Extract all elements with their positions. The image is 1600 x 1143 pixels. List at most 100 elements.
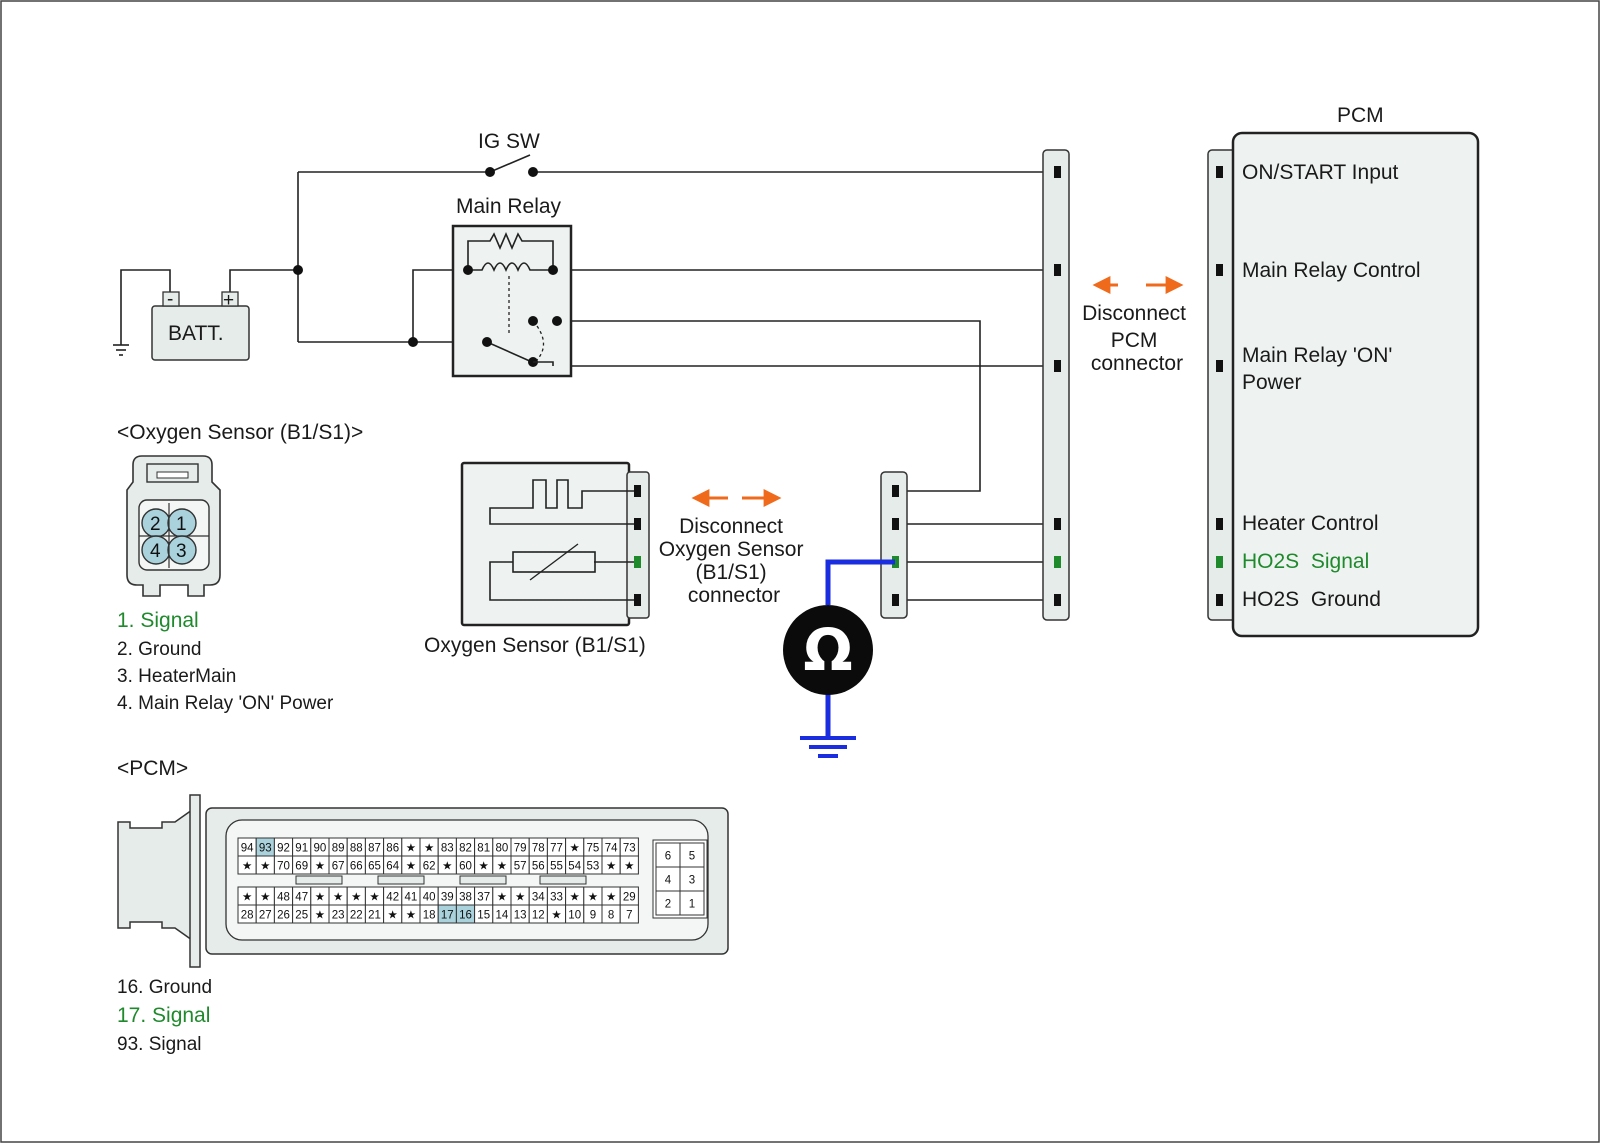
pcm-pin-29: 29 bbox=[623, 892, 636, 904]
pcm-pin-empty: ★ bbox=[551, 910, 561, 922]
pcm-pin-26: 26 bbox=[277, 910, 290, 922]
pcm-legend-16: 16. Ground bbox=[117, 977, 212, 998]
ohm-symbol: Ω bbox=[803, 616, 852, 684]
o2-pin-2: 2 bbox=[150, 514, 161, 535]
battery: - + BATT. bbox=[151, 289, 250, 361]
pcm-connector-key bbox=[377, 875, 425, 885]
disconnect-pcm-line-2: PCM bbox=[1111, 329, 1158, 352]
pcm-pin-74: 74 bbox=[605, 843, 618, 855]
pcm-pin-77: 77 bbox=[550, 843, 563, 855]
pcm-pin-83: 83 bbox=[441, 843, 454, 855]
pcm-small-pin-4: 4 bbox=[665, 875, 672, 887]
o2-pin-1: 1 bbox=[176, 514, 187, 535]
pcm-pin-on-start-input: ON/START Input bbox=[1242, 161, 1399, 184]
pcm-pin-empty: ★ bbox=[406, 843, 416, 855]
pcm-connector-title: <PCM> bbox=[117, 757, 188, 780]
pcm-pin-main-relay-control: Main Relay Control bbox=[1242, 259, 1421, 282]
pcm-pin-empty: ★ bbox=[570, 892, 580, 904]
pcm-pin-empty: ★ bbox=[260, 861, 270, 873]
pcm-pin-78: 78 bbox=[532, 843, 545, 855]
pcm-pin-empty: ★ bbox=[315, 892, 325, 904]
pcm-pin-13: 13 bbox=[514, 910, 527, 922]
pcm-pin-37: 37 bbox=[477, 892, 490, 904]
pcm-pin-empty: ★ bbox=[351, 892, 361, 904]
battery-minus-label: - bbox=[167, 289, 173, 310]
pcm-pin-69: 69 bbox=[295, 861, 308, 873]
oxygen-sensor-body bbox=[460, 461, 650, 627]
pcm-pin-34: 34 bbox=[532, 892, 545, 904]
pcm-pin-42: 42 bbox=[386, 892, 399, 904]
battery-label: BATT. bbox=[168, 322, 224, 345]
disconnect-pcm-line-3: connector bbox=[1091, 352, 1183, 375]
pcm-pin-ho2s-ground: HO2S Ground bbox=[1242, 588, 1381, 611]
pcm-pin-empty: ★ bbox=[442, 861, 452, 873]
pcm-pin-empty: ★ bbox=[333, 892, 343, 904]
pcm-pin-73: 73 bbox=[623, 843, 636, 855]
o2-pin-3: 3 bbox=[176, 541, 187, 562]
pcm-pin-heater-control: Heater Control bbox=[1242, 512, 1379, 535]
pcm-pin-93: 93 bbox=[259, 843, 272, 855]
pcm-small-pin-6: 6 bbox=[665, 851, 671, 863]
disconnect-o2-line-2: Oxygen Sensor bbox=[659, 538, 804, 561]
pcm-pin-7-cell bbox=[619, 904, 639, 924]
pcm-pin-7: 7 bbox=[626, 910, 632, 922]
pcm-unit-pins bbox=[1216, 166, 1223, 606]
battery-plus-label: + bbox=[223, 290, 234, 311]
o2-legend-3: 3. HeaterMain bbox=[117, 666, 236, 687]
pcm-pin-94: 94 bbox=[241, 843, 254, 855]
pcm-inline-connector bbox=[1042, 149, 1070, 621]
disconnect-o2-line-4: connector bbox=[688, 584, 780, 607]
pcm-pin-81: 81 bbox=[477, 843, 490, 855]
pcm-connector-key bbox=[295, 875, 343, 885]
pcm-pin-56: 56 bbox=[532, 861, 545, 873]
o2-harness-connector bbox=[880, 471, 908, 619]
pcm-pin-87: 87 bbox=[368, 843, 381, 855]
pcm-pin-38: 38 bbox=[459, 892, 472, 904]
pcm-pin-empty: ★ bbox=[406, 910, 416, 922]
pcm-pin-65: 65 bbox=[368, 861, 381, 873]
pcm-pin-57: 57 bbox=[514, 861, 527, 873]
pcm-pin-88: 88 bbox=[350, 843, 363, 855]
pcm-pin-47: 47 bbox=[295, 892, 308, 904]
pcm-pin-40: 40 bbox=[423, 892, 436, 904]
pcm-small-pin-2-cell bbox=[655, 890, 681, 916]
pcm-small-pin-6-cell bbox=[655, 842, 681, 868]
pcm-pin-66: 66 bbox=[350, 861, 363, 873]
pcm-pin-33: 33 bbox=[550, 892, 563, 904]
ig-switch-label: IG SW bbox=[478, 130, 540, 153]
o2-legend-2: 2. Ground bbox=[117, 639, 202, 660]
o2-connector-title: <Oxygen Sensor (B1/S1)> bbox=[117, 421, 363, 444]
pcm-pin-91: 91 bbox=[295, 843, 308, 855]
pcm-pin-60: 60 bbox=[459, 861, 472, 873]
pcm-pin-86: 86 bbox=[386, 843, 399, 855]
pcm-pin-22: 22 bbox=[350, 910, 363, 922]
o2-pin-4: 4 bbox=[150, 541, 161, 562]
pcm-pin-90: 90 bbox=[314, 843, 327, 855]
pcm-pin-14: 14 bbox=[496, 910, 509, 922]
pcm-small-pin-3: 3 bbox=[689, 875, 695, 887]
pcm-pin-empty: ★ bbox=[624, 861, 634, 873]
oxygen-sensor-caption: Oxygen Sensor (B1/S1) bbox=[424, 634, 646, 657]
pcm-pin-82: 82 bbox=[459, 843, 472, 855]
pcm-pin-10: 10 bbox=[568, 910, 581, 922]
pcm-unit-box bbox=[1231, 131, 1480, 638]
pcm-pin-27: 27 bbox=[259, 910, 272, 922]
disconnect-o2-line-1: Disconnect bbox=[679, 515, 783, 538]
pcm-connector-key bbox=[459, 875, 507, 885]
disconnect-o2-label: Disconnect Oxygen Sensor (B1/S1) connect… bbox=[659, 515, 810, 607]
pcm-pin-main-relay-on-power-line-2: Power bbox=[1242, 371, 1302, 394]
pcm-pin-70: 70 bbox=[277, 861, 290, 873]
pcm-pin-empty: ★ bbox=[497, 892, 507, 904]
disconnect-o2-line-3: (B1/S1) bbox=[695, 561, 766, 584]
pcm-pin-empty: ★ bbox=[606, 892, 616, 904]
pcm-pin-15: 15 bbox=[477, 910, 490, 922]
pcm-small-pin-5: 5 bbox=[689, 851, 695, 863]
pcm-pin-54: 54 bbox=[568, 861, 581, 873]
pcm-connector-key bbox=[539, 875, 587, 885]
pcm-pin-25: 25 bbox=[295, 910, 308, 922]
pcm-pin-62: 62 bbox=[423, 861, 436, 873]
pcm-small-pin-2: 2 bbox=[665, 899, 671, 911]
